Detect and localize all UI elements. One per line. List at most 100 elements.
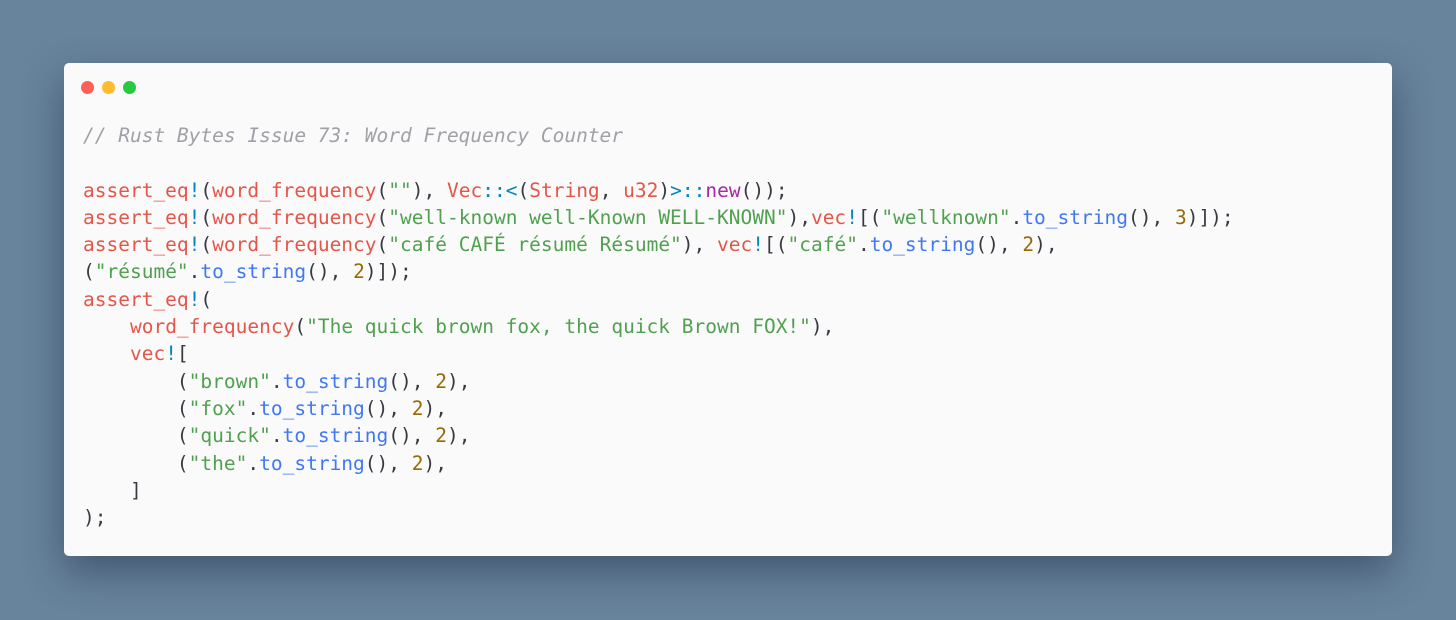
- code-token-ident: Vec: [447, 178, 483, 202]
- code-token-num: 2: [435, 369, 447, 393]
- code-token-plain: .: [857, 233, 870, 257]
- minimize-button-icon[interactable]: [102, 81, 115, 94]
- code-token-plain: (),: [364, 451, 412, 475]
- code-line: ]: [83, 477, 1234, 504]
- code-token-macro: vec: [129, 342, 166, 366]
- code-token-macro: assert_eq: [83, 205, 189, 229]
- code-token-plain: (: [200, 205, 213, 229]
- code-token-plain: ),: [681, 233, 718, 257]
- code-token-plain: (: [376, 178, 389, 202]
- code-token-kw: new: [705, 178, 741, 202]
- code-line: ("the".to_string(), 2),: [83, 450, 1234, 477]
- code-block: // Rust Bytes Issue 73: Word Frequency C…: [83, 122, 1234, 531]
- code-token-method: to_string: [259, 396, 365, 420]
- code-token-plain: [83, 315, 130, 338]
- code-token-plain: (: [376, 205, 389, 229]
- code-token-plain: .: [270, 369, 283, 393]
- code-token-str: "résumé": [94, 260, 189, 284]
- code-token-ident: u32: [623, 178, 659, 202]
- code-token-plain: .: [247, 451, 260, 475]
- code-token-bang: !: [188, 205, 201, 229]
- code-line: assert_eq!(word_frequency("well-known we…: [83, 204, 1234, 231]
- code-token-bang: !: [188, 287, 201, 311]
- code-token-ident: word_frequency: [212, 233, 377, 257]
- code-line: );: [83, 504, 1234, 531]
- code-token-bang: !: [165, 342, 177, 366]
- code-token-ident: word_frequency: [212, 178, 377, 202]
- code-token-method: to_string: [1022, 205, 1128, 229]
- code-token-macro: vec: [717, 233, 753, 257]
- code-token-str: "": [388, 178, 412, 202]
- code-token-ident: String: [529, 178, 600, 202]
- code-token-plain: (),: [306, 260, 354, 284]
- code-token-plain: ());: [740, 178, 788, 202]
- code-token-plain: )]);: [364, 260, 412, 284]
- code-token-num: 2: [353, 260, 365, 284]
- code-token-num: 2: [411, 451, 424, 475]
- code-line: [83, 149, 1234, 176]
- code-token-plain: ),: [423, 451, 447, 475]
- code-token-plain: (),: [364, 396, 412, 420]
- code-token-plain: .: [1010, 205, 1023, 229]
- code-token-method: to_string: [282, 369, 389, 393]
- code-token-plain: )]);: [1186, 205, 1234, 229]
- maximize-button-icon[interactable]: [123, 81, 136, 94]
- code-token-plain: .: [247, 396, 260, 420]
- code-token-num: 3: [1174, 205, 1187, 229]
- code-token-plain: (: [83, 260, 95, 284]
- code-token-plain: (: [200, 287, 213, 311]
- code-line: vec![: [83, 340, 1234, 367]
- code-line: assert_eq!(word_frequency("café CAFÉ rés…: [83, 231, 1234, 258]
- code-line: ("fox".to_string(), 2),: [83, 395, 1234, 422]
- code-token-plain: ),: [447, 369, 471, 393]
- code-token-plain: (: [83, 369, 189, 393]
- code-token-bang: !: [188, 178, 201, 202]
- code-line: // Rust Bytes Issue 73: Word Frequency C…: [83, 122, 1234, 149]
- code-token-num: 2: [435, 424, 447, 448]
- code-token-plain: (),: [388, 424, 436, 448]
- code-token-plain: .: [270, 424, 283, 448]
- code-token-plain: (: [200, 233, 213, 257]
- code-token-plain: ),: [447, 424, 471, 448]
- code-token-plain: ),: [411, 178, 448, 202]
- code-token-plain: ,: [599, 178, 624, 202]
- code-token-bang: !: [846, 205, 858, 229]
- code-token-plain: [: [176, 342, 189, 366]
- code-token-op: >::: [670, 178, 706, 202]
- code-token-plain: (: [83, 396, 189, 420]
- code-token-plain: (),: [1127, 205, 1175, 229]
- code-token-op: ::<: [482, 178, 518, 202]
- code-token-plain: (: [200, 178, 213, 202]
- code-line: word_frequency("The quick brown fox, the…: [83, 313, 1234, 340]
- code-token-num: 2: [411, 396, 424, 420]
- code-token-bang: !: [188, 233, 201, 257]
- code-line: ("quick".to_string(), 2),: [83, 422, 1234, 449]
- code-token-str: "café": [787, 233, 858, 257]
- code-token-plain: ),: [787, 205, 811, 229]
- code-token-macro: assert_eq: [83, 287, 189, 311]
- code-token-str: "well-known well-Known WELL-KNOWN": [388, 205, 788, 229]
- code-token-plain: [(: [857, 205, 882, 229]
- code-token-plain: (: [517, 178, 530, 202]
- code-token-plain: (),: [388, 369, 436, 393]
- window-controls: [81, 81, 136, 94]
- close-button-icon[interactable]: [81, 81, 94, 94]
- code-line: ("brown".to_string(), 2),: [83, 368, 1234, 395]
- code-token-ident: word_frequency: [129, 315, 295, 339]
- code-token-str: "fox": [188, 396, 248, 420]
- code-token-comment: // Rust Bytes Issue 73: Word Frequency C…: [83, 124, 624, 147]
- code-token-plain: ),: [1034, 233, 1058, 257]
- code-token-str: "brown": [188, 369, 271, 393]
- code-line: assert_eq!(word_frequency(""), Vec::<(St…: [83, 177, 1234, 204]
- code-token-str: "The quick brown fox, the quick Brown FO…: [306, 315, 811, 339]
- code-token-ident: word_frequency: [212, 205, 377, 229]
- code-token-macro: assert_eq: [83, 178, 189, 202]
- code-token-plain: .: [188, 260, 201, 284]
- code-token-plain: (: [83, 424, 189, 448]
- code-line: assert_eq!(: [83, 286, 1234, 313]
- code-token-plain: ): [658, 178, 671, 202]
- code-token-plain: );: [83, 506, 107, 530]
- code-token-bang: !: [752, 233, 765, 257]
- code-token-str: "the": [188, 451, 248, 475]
- code-token-plain: ),: [423, 396, 447, 420]
